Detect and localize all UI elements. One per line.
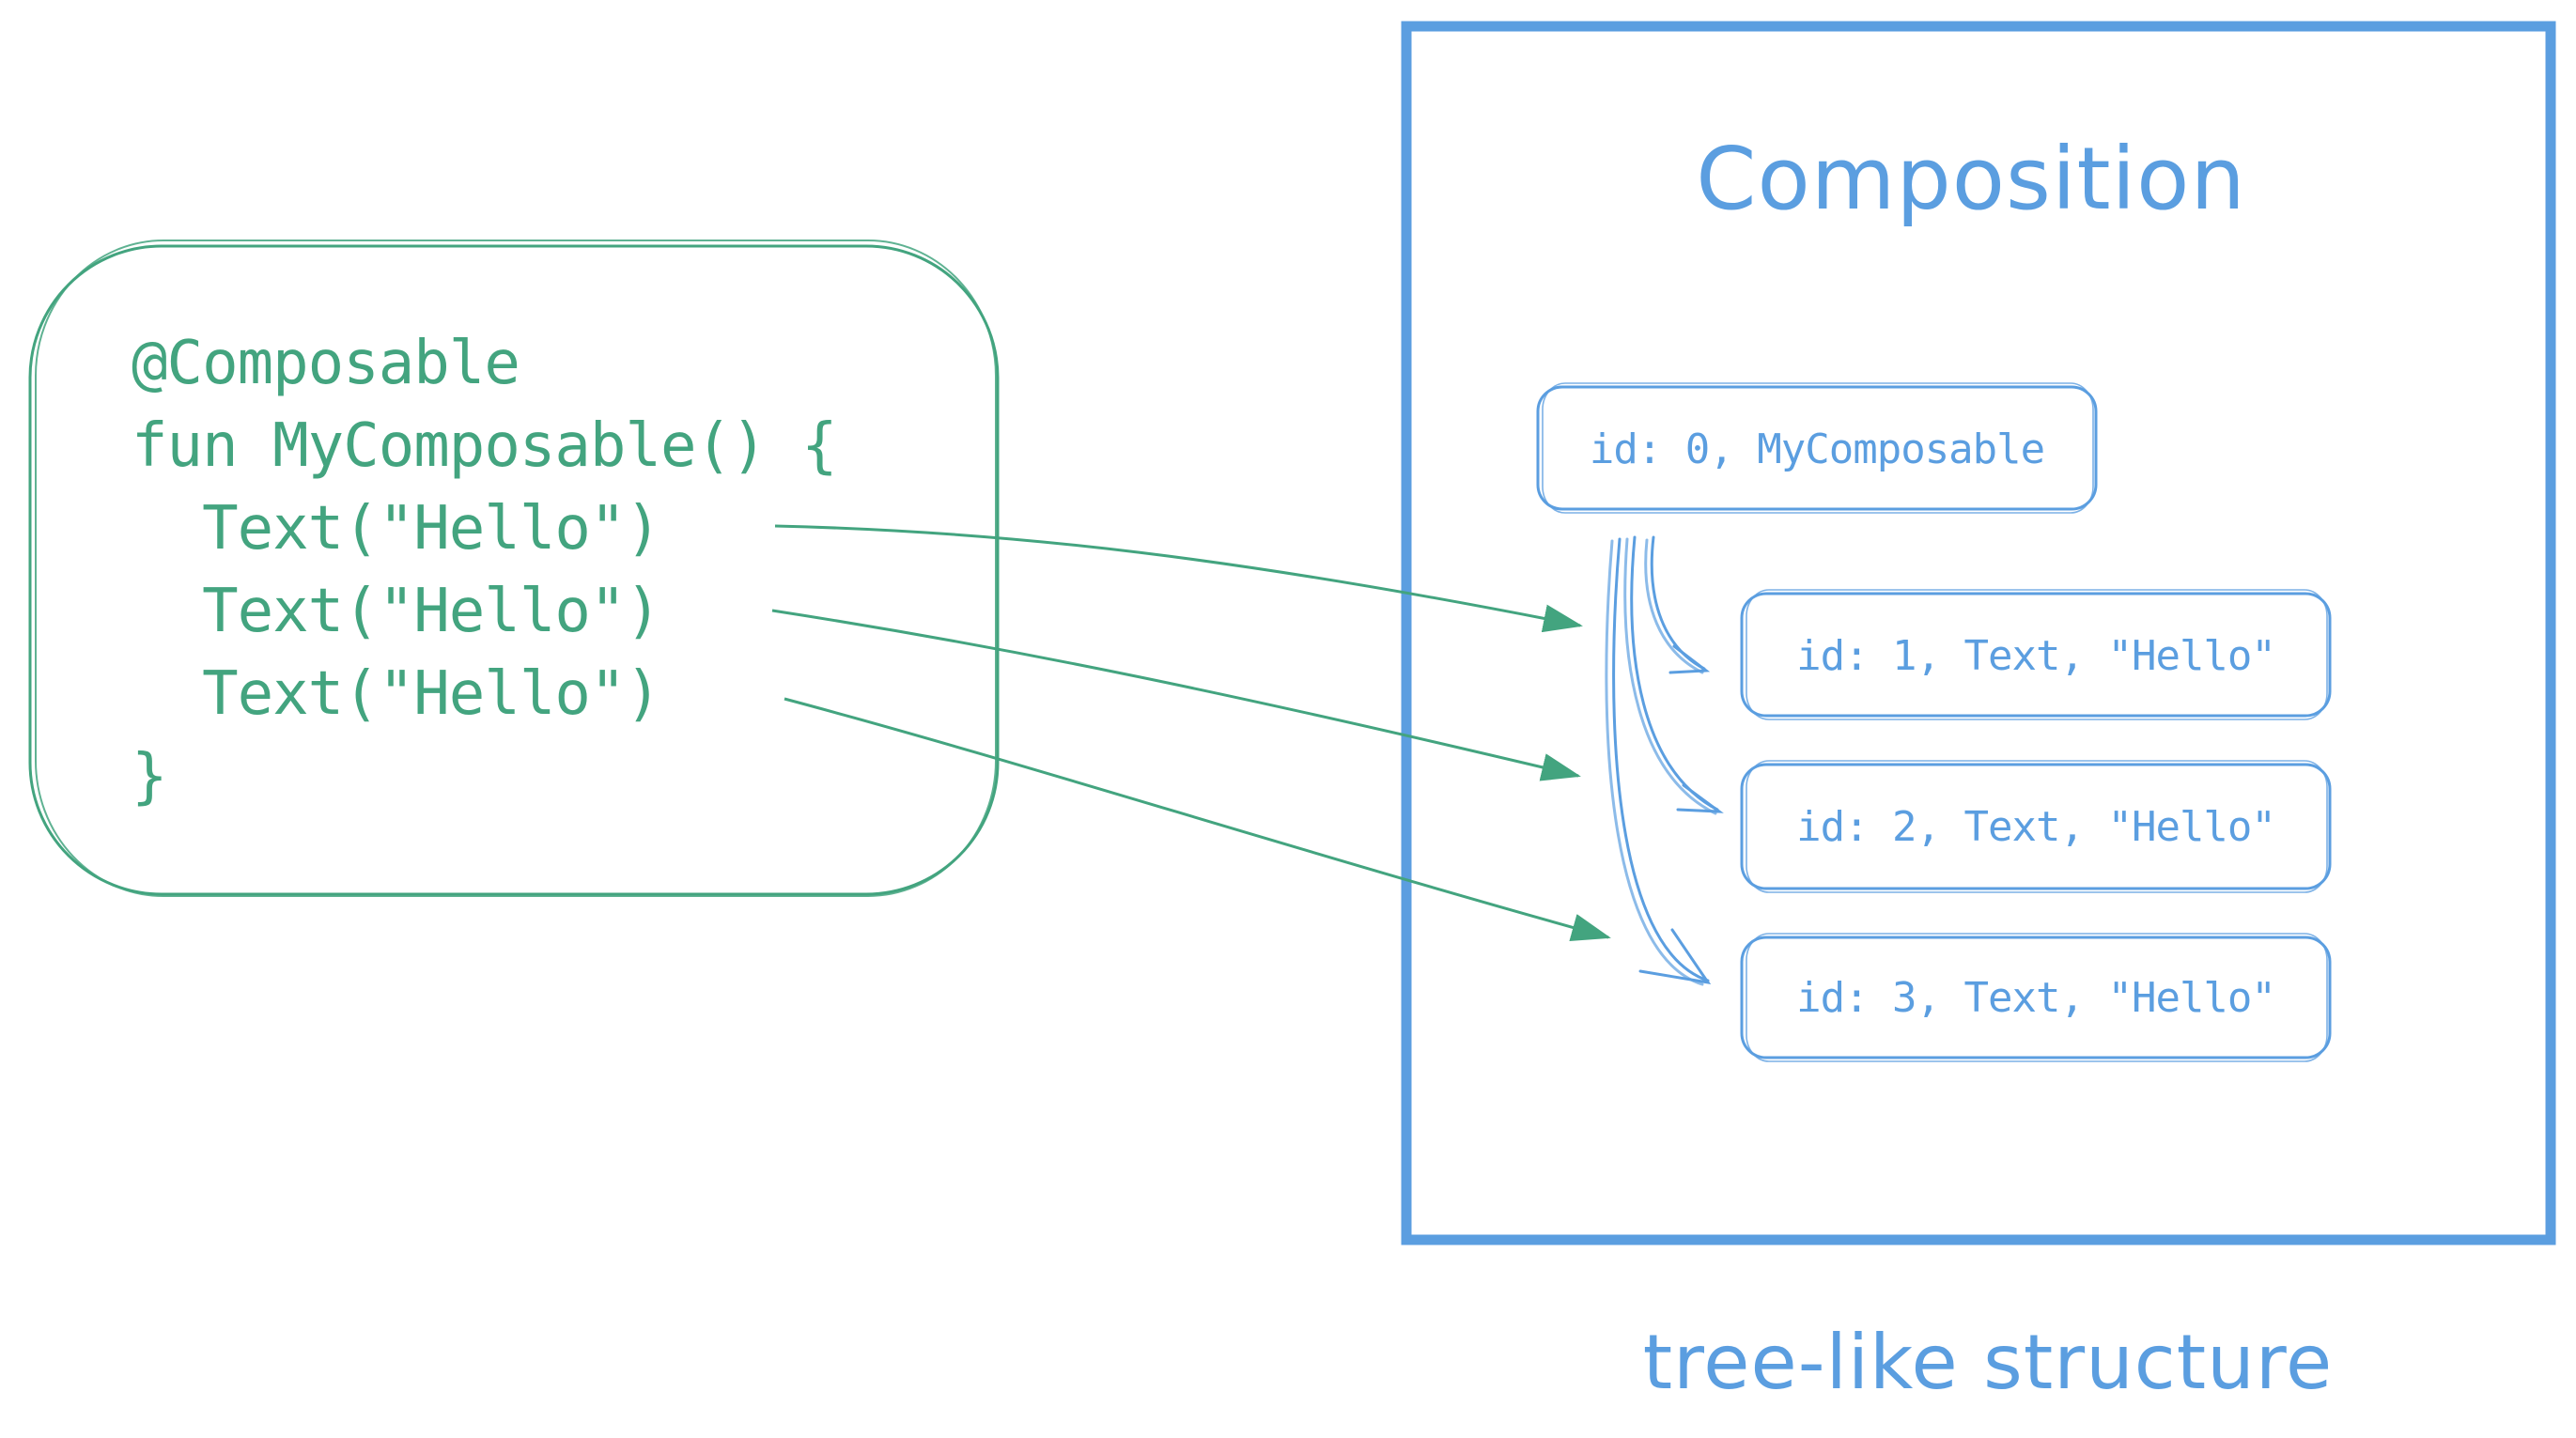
mapping-arrow-3 <box>784 697 1611 941</box>
tree-node-root: id: 0, MyComposable <box>1536 382 2098 514</box>
composition-title: Composition <box>1696 129 2246 229</box>
mapping-arrow-2 <box>771 609 1581 781</box>
tree-node-child-3-box <box>1740 935 2332 1059</box>
tree-node-child-2-box-sketch <box>1746 760 2328 893</box>
tree-node-child-1-box <box>1740 592 2332 718</box>
tree-node-child-2: id: 2, Text, "Hello" <box>1740 760 2332 893</box>
tree-node-child-2-label: id: 2, Text, "Hello" <box>1796 803 2275 851</box>
tree-node-child-1-box-sketch <box>1746 589 2328 720</box>
tree-node-child-3: id: 3, Text, "Hello" <box>1740 933 2332 1062</box>
code-block-border-sketch <box>35 240 997 897</box>
tree-connector-child-2-sketch <box>1623 537 1717 815</box>
tree-connectors <box>1605 535 1724 986</box>
tree-connector-child-1-head <box>1668 644 1711 674</box>
composition-frame: Composition <box>1401 21 2556 1245</box>
code-line-closing-brace: } <box>132 742 167 812</box>
tree-node-root-label: id: 0, MyComposable <box>1590 425 2044 473</box>
code-line-text-call-2: Text("Hello") <box>132 577 660 646</box>
tree-node-child-1-label: id: 1, Text, "Hello" <box>1796 632 2275 680</box>
code-line-text-call-1: Text("Hello") <box>132 494 660 564</box>
mapping-arrows <box>771 524 1611 941</box>
composition-border <box>1401 21 2556 1245</box>
tree-connector-child-3 <box>1612 537 1710 982</box>
tree-connector-child-1-sketch <box>1644 538 1704 674</box>
tree-connector-child-3-sketch <box>1605 539 1704 986</box>
code-line-annotation: @Composable <box>132 329 520 398</box>
tree-connector-child-3-head <box>1638 928 1712 985</box>
code-line-function-signature: fun MyComposable() { <box>132 411 837 481</box>
code-block: @Composable fun MyComposable() { Text("H… <box>28 240 1000 897</box>
tree-node-child-3-box-sketch <box>1746 933 2328 1062</box>
tree-connector-child-2-head <box>1676 783 1724 813</box>
tree-node-root-box <box>1536 385 2098 511</box>
tree-node-child-2-box <box>1740 763 2332 890</box>
tree-node-child-1: id: 1, Text, "Hello" <box>1740 589 2332 720</box>
code-block-border <box>28 244 1000 896</box>
mapping-arrow-1 <box>774 524 1583 633</box>
tree-node-child-3-label: id: 3, Text, "Hello" <box>1796 974 2275 1022</box>
code-line-text-call-3: Text("Hello") <box>132 659 660 729</box>
tree-node-root-box-sketch <box>1542 382 2094 514</box>
composition-caption: tree-like structure <box>1643 1319 2333 1406</box>
